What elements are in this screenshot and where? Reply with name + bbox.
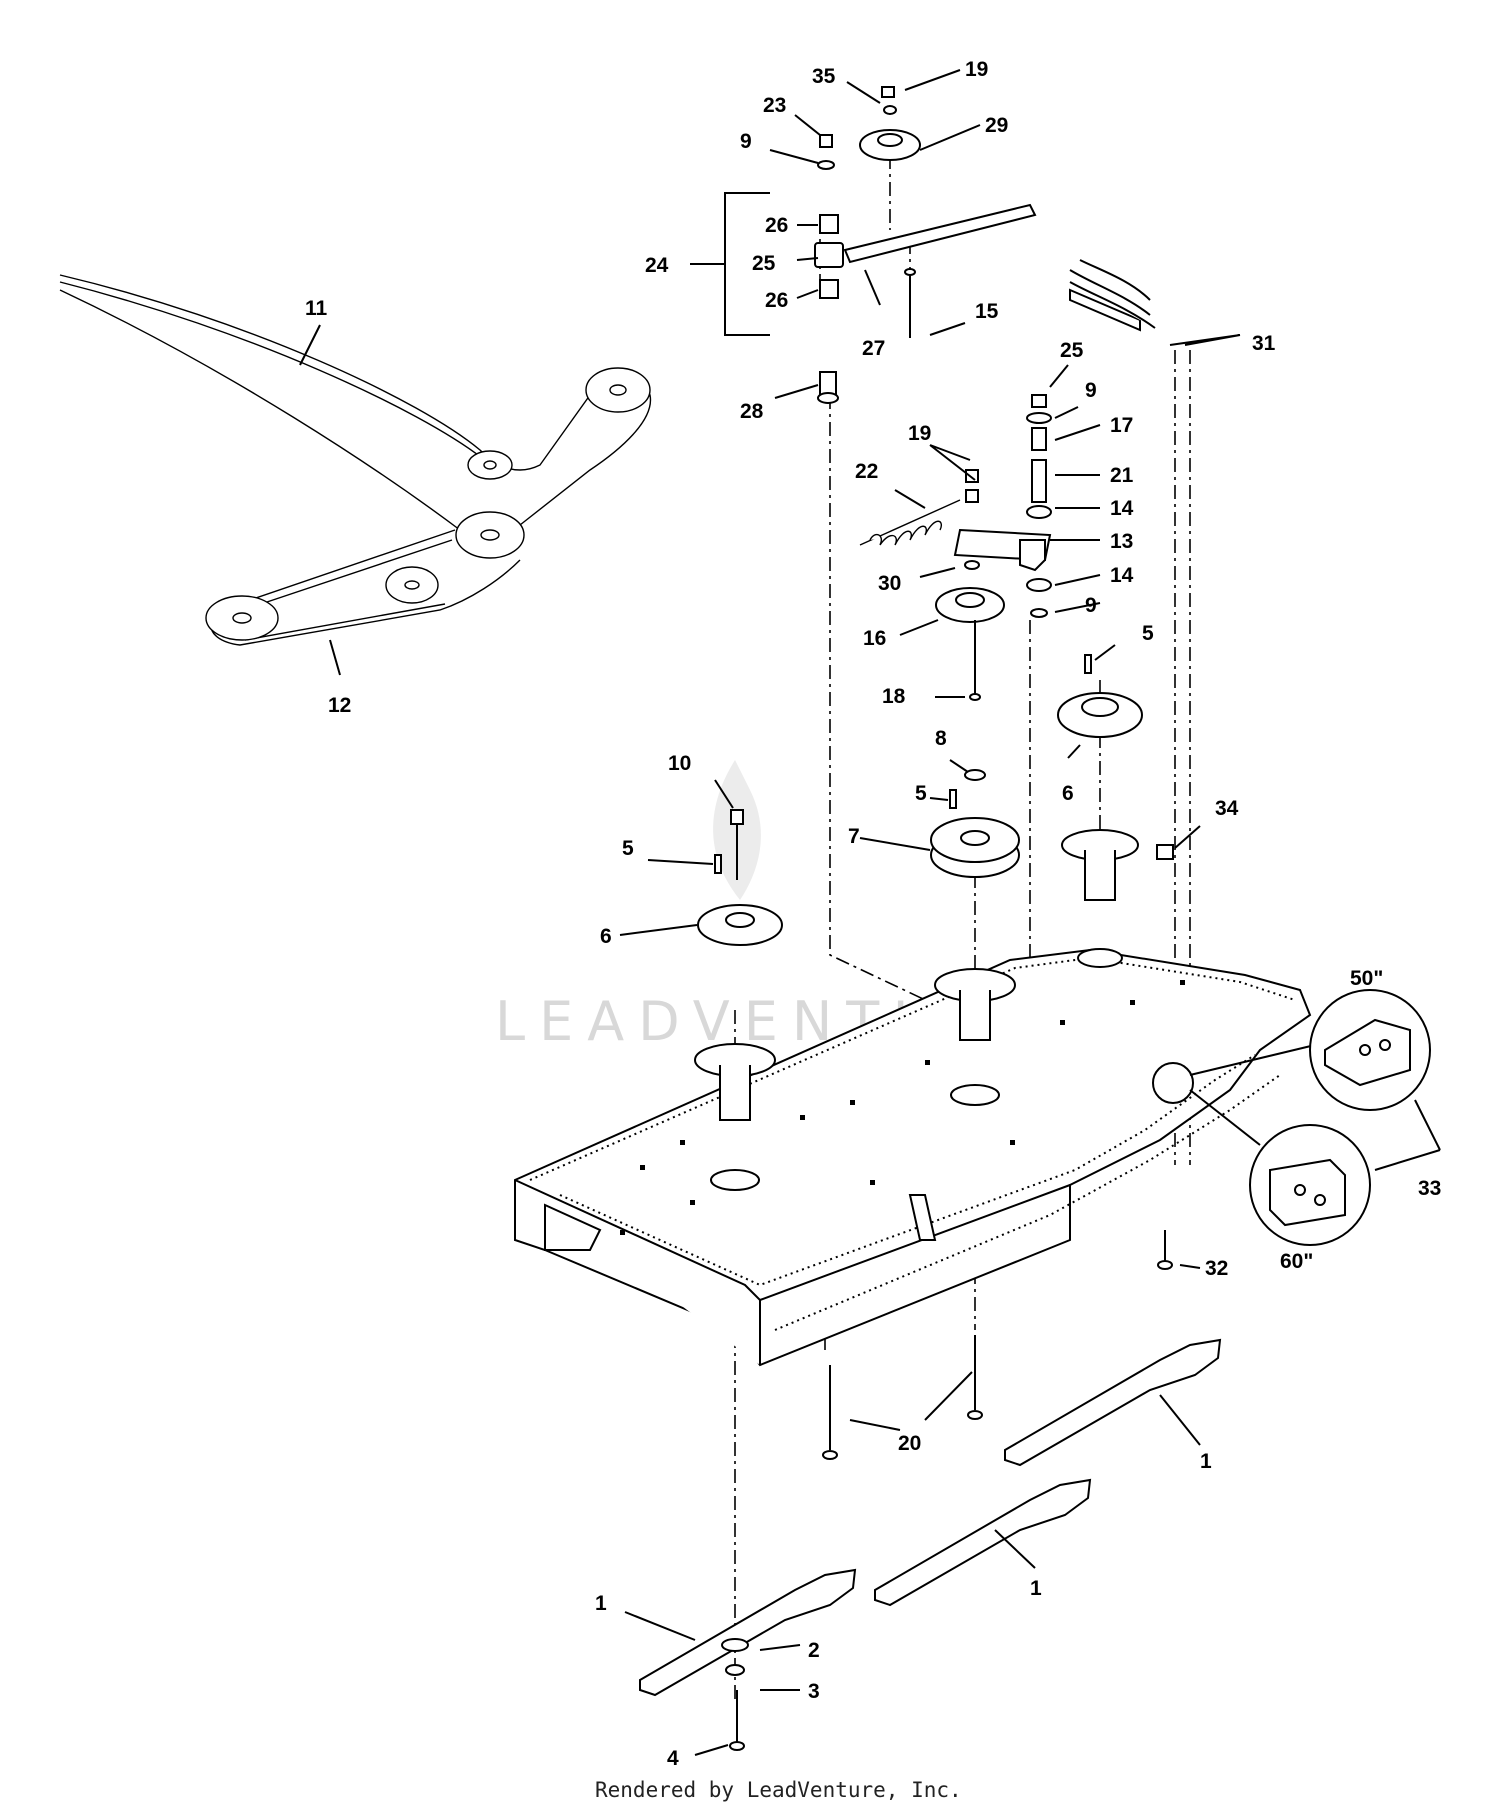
callout-16: 16 xyxy=(863,627,886,650)
belt-11 xyxy=(59,274,652,538)
alignment-lines xyxy=(734,155,1191,1700)
callout-23: 23 xyxy=(763,94,786,117)
callout-29: 29 xyxy=(985,114,1008,137)
callout-33: 33 xyxy=(1418,1177,1441,1200)
callout-9-top: 9 xyxy=(740,130,752,153)
callout-9-mid: 9 xyxy=(1085,379,1097,402)
callout-7: 7 xyxy=(848,825,860,848)
callout-5-mid: 5 xyxy=(915,782,927,805)
callout-35: 35 xyxy=(812,65,836,88)
callout-8: 8 xyxy=(935,727,947,750)
deck-holes xyxy=(620,980,1185,1235)
callout-21: 21 xyxy=(1110,464,1134,487)
callout-11: 11 xyxy=(305,297,328,320)
callout-14-upper: 14 xyxy=(1110,497,1134,520)
blades xyxy=(639,1338,1222,1751)
callout-3: 3 xyxy=(808,1680,820,1703)
middle-parts xyxy=(697,394,1194,1270)
callout-20: 20 xyxy=(898,1432,921,1455)
idler-arm-assembly xyxy=(814,86,1156,404)
mower-deck xyxy=(514,829,1312,1367)
leader-lines xyxy=(299,69,1241,1756)
callout-28: 28 xyxy=(740,400,764,423)
callout-25-mid: 25 xyxy=(1060,339,1084,362)
callout-19-mid: 19 xyxy=(908,422,931,445)
callout-17: 17 xyxy=(1110,414,1133,437)
callout-26-upper: 26 xyxy=(765,214,788,237)
callout-10: 10 xyxy=(668,752,691,775)
callout-13: 13 xyxy=(1110,530,1133,553)
callout-34: 34 xyxy=(1215,797,1239,820)
callout-1-left: 1 xyxy=(595,1592,607,1615)
callout-26-lower: 26 xyxy=(765,289,788,312)
callout-22: 22 xyxy=(855,460,878,483)
callout-31: 31 xyxy=(1252,332,1276,355)
spindle-bolts xyxy=(822,1335,983,1460)
callout-6-left: 6 xyxy=(600,925,612,948)
callout-25-upper: 25 xyxy=(752,252,776,275)
bracket-detail-60 xyxy=(1189,1089,1371,1246)
callouts: 35 19 23 29 9 26 24 25 26 27 15 31 11 28… xyxy=(305,58,1441,1770)
callout-15: 15 xyxy=(975,300,999,323)
callout-1-mid: 1 xyxy=(1030,1577,1042,1600)
callout-12: 12 xyxy=(328,694,351,717)
callout-1-right: 1 xyxy=(1200,1450,1212,1473)
callout-14-lower: 14 xyxy=(1110,564,1134,587)
callout-30: 30 xyxy=(878,572,901,595)
bracket-detail-50 xyxy=(1189,989,1431,1111)
callout-19-top: 19 xyxy=(965,58,988,81)
callout-18: 18 xyxy=(882,685,906,708)
callout-2: 2 xyxy=(808,1639,820,1662)
callout-6-right: 6 xyxy=(1062,782,1074,805)
deck-size-50: 50" xyxy=(1350,967,1383,990)
callout-24: 24 xyxy=(645,254,669,277)
belt-pulleys xyxy=(205,367,651,641)
callout-5-right: 5 xyxy=(1142,622,1154,645)
callout-32: 32 xyxy=(1205,1257,1228,1280)
deck-size-60: 60" xyxy=(1280,1250,1313,1273)
bracket-33-leader xyxy=(1374,1099,1441,1171)
callout-9-low: 9 xyxy=(1085,594,1097,617)
footer-credit: Rendered by LeadVenture, Inc. xyxy=(595,1778,962,1802)
callout-5-left: 5 xyxy=(622,837,634,860)
callout-4: 4 xyxy=(667,1747,679,1770)
callout-27: 27 xyxy=(862,337,885,360)
